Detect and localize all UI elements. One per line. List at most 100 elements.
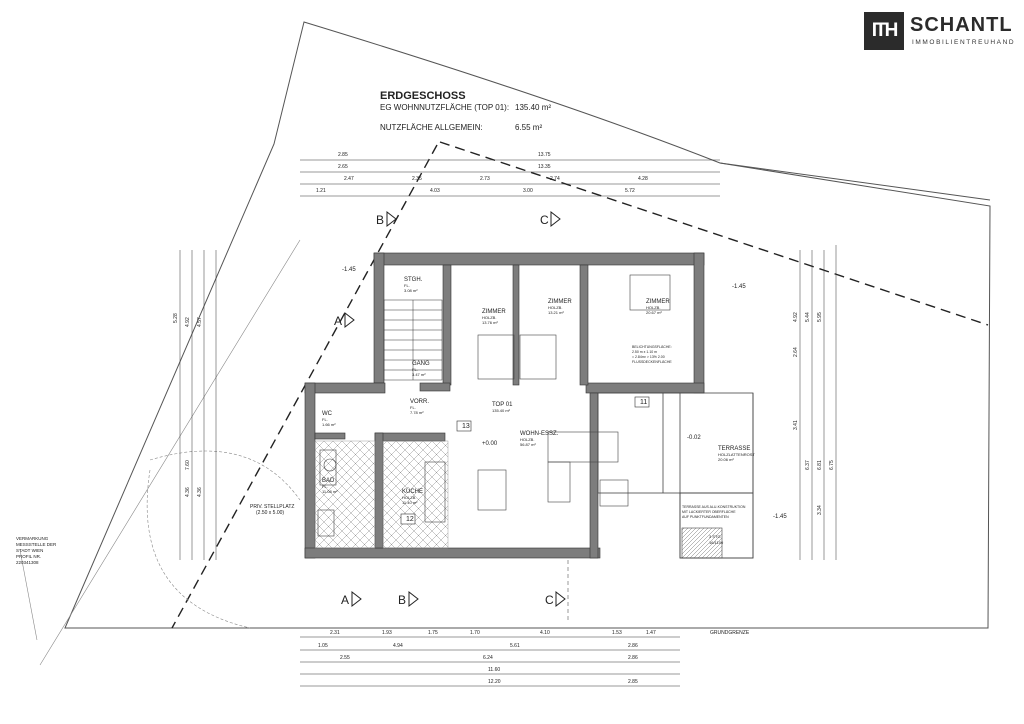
top-dimension: 5.72	[625, 188, 635, 194]
plan-title: ERDGESCHOSS	[380, 90, 466, 102]
bottom-dimension: 6.24	[483, 655, 493, 661]
stairs	[383, 299, 443, 381]
room-name-stgh: STGH.	[404, 277, 423, 283]
level-marker: -0.02	[687, 435, 701, 441]
room-marker-box	[634, 396, 650, 408]
room-marker-box	[456, 420, 472, 432]
nutz-value: 6.55 m²	[515, 123, 543, 132]
logo: ITH SCHANTL IMMOBILIENTREUHAND	[864, 12, 1014, 50]
nutz-label: NUTZFLÄCHE ALLGEMEIN:	[380, 123, 483, 132]
bottom-dimension: 5.61	[510, 643, 520, 649]
section-label-B: B	[398, 593, 406, 607]
room-floor-vorr: FL.	[410, 405, 416, 410]
bottom-dimension: 2.85	[628, 679, 638, 685]
bottom-dimension: 4.10	[540, 630, 550, 636]
right-dimension: 5.95	[817, 312, 823, 322]
room-floor-terrasse: HOLZLATTENROST	[718, 452, 755, 457]
room-area-zimmer3: 20.67 m²	[646, 310, 662, 315]
wohnnutz-row: EG WOHNNUTZFLÄCHE (TOP 01): 135.40 m²	[380, 103, 551, 112]
top-dimension: 2.65	[338, 164, 348, 170]
right-dimension: 3.41	[793, 420, 799, 430]
left-dimension: 4.57	[197, 317, 203, 327]
top-dimension: 3.00	[523, 188, 533, 194]
room-marker-12: 12	[406, 516, 414, 523]
top-dimension: 13.75	[538, 152, 551, 158]
bottom-dimension: 1.05	[318, 643, 328, 649]
logo-mark: ITH	[864, 12, 904, 50]
right-dimension: 4.92	[793, 312, 799, 322]
wohnnutz-label: EG WOHNNUTZFLÄCHE (TOP 01):	[380, 103, 510, 112]
room-name-gang: GANG	[412, 361, 430, 367]
light-area-note: BELICHTUNGSFLÄCHE:	[632, 345, 672, 349]
room-floor-kueche: HOLZB.	[402, 495, 416, 500]
top-dimension: 2.35	[412, 176, 422, 182]
left-dimension-lines	[179, 250, 217, 560]
level-marker: -1.45	[342, 267, 356, 273]
section-arrow-icon	[386, 210, 397, 228]
room-floor-stgh: FL.	[404, 283, 410, 288]
room-name-bad: BAD	[322, 478, 335, 484]
bottom-dimension: 1.70	[470, 630, 480, 636]
bottom-dimension: 1.53	[612, 630, 622, 636]
bottom-dimension: 1.93	[382, 630, 392, 636]
top-dimension: 4.28	[638, 176, 648, 182]
room-marker-box	[400, 513, 416, 525]
section-arrow-icon	[351, 590, 362, 608]
top-dimension: 2.73	[480, 176, 490, 182]
room-area-top01: 135.40 m²	[492, 408, 511, 413]
room-area-stgh: 3.08 m²	[404, 288, 418, 293]
room-name-kueche: KÜCHE	[402, 488, 423, 495]
right-dimension: 6.75	[829, 460, 835, 470]
section-label-C: C	[545, 593, 554, 607]
room-floor-wc: FL.	[322, 417, 328, 422]
room-name-zimmer3: ZIMMER	[646, 299, 670, 305]
bottom-dimension: 2.86	[628, 655, 638, 661]
room-area-vorr: 7.78 m²	[410, 410, 424, 415]
survey-marker-label: VERMARKUNG	[16, 536, 49, 541]
bottom-dimension: 2.31	[330, 630, 340, 636]
level-marker: +0.00	[482, 441, 498, 447]
room-name-wohn: WOHN-ESSZ.	[520, 431, 559, 437]
level-marker: -1.45	[732, 284, 746, 290]
terrace-note: TERRASSE AUS ALU-KONSTRUKTION	[682, 505, 746, 509]
bottom-dimension: 2.86	[628, 643, 638, 649]
right-dimension: 2.64	[793, 347, 799, 357]
wohnnutz-value: 135.40 m²	[515, 103, 552, 112]
terrace-note: MIT LACKIERTER OBERFLÄCHE	[682, 510, 736, 514]
section-arrow-icon	[408, 590, 419, 608]
light-area-note: FLUSSDECKENFLÄCHE	[632, 360, 672, 364]
right-dimension: 6.37	[805, 460, 811, 470]
level-marker: -1.45	[773, 514, 787, 520]
room-name-vorr: VORR.	[410, 399, 429, 405]
right-dimension: 6.81	[817, 460, 823, 470]
room-floor-zimmer3: HOLZB.	[646, 305, 660, 310]
section-label-B: B	[376, 213, 384, 227]
terrace-outline	[597, 392, 754, 559]
room-name-zimmer2: ZIMMER	[548, 299, 572, 305]
room-name-top01: TOP 01	[492, 402, 513, 408]
parking-size: (2.50 x 5.00)	[256, 510, 284, 516]
survey-marker-label: 220341308	[16, 560, 39, 565]
section-label-C: C	[540, 213, 549, 227]
bad-tiles	[314, 440, 376, 549]
survey-marker-label: PROFIL NR.	[16, 554, 41, 559]
stairs-size: 16/1100	[709, 540, 724, 545]
kueche-tiles	[382, 440, 449, 549]
room-name-zimmer1: ZIMMER	[482, 309, 506, 315]
section-arrow-icon	[344, 311, 355, 329]
room-area-zimmer2: 13.21 m²	[548, 310, 564, 315]
right-dimension: 3.34	[817, 505, 823, 515]
survey-marker-label: STADT WIEN	[16, 548, 43, 553]
room-area-wohn: 56.87 m²	[520, 442, 536, 447]
room-floor-bad: FL.	[322, 484, 328, 489]
bottom-dimension: 1.47	[646, 630, 656, 636]
left-dimension: 4.36	[185, 487, 191, 497]
bottom-dimension: 12.20	[488, 679, 501, 685]
top-dimension-lines	[300, 159, 720, 197]
nutz-row: NUTZFLÄCHE ALLGEMEIN: 6.55 m²	[380, 123, 542, 132]
section-label-A: A	[341, 593, 349, 607]
section-label-A: A	[334, 314, 342, 328]
parking-label: PRIV. STELLPLATZ	[250, 504, 294, 510]
room-name-wc: WC	[322, 411, 333, 417]
right-dimension-lines	[799, 245, 837, 560]
